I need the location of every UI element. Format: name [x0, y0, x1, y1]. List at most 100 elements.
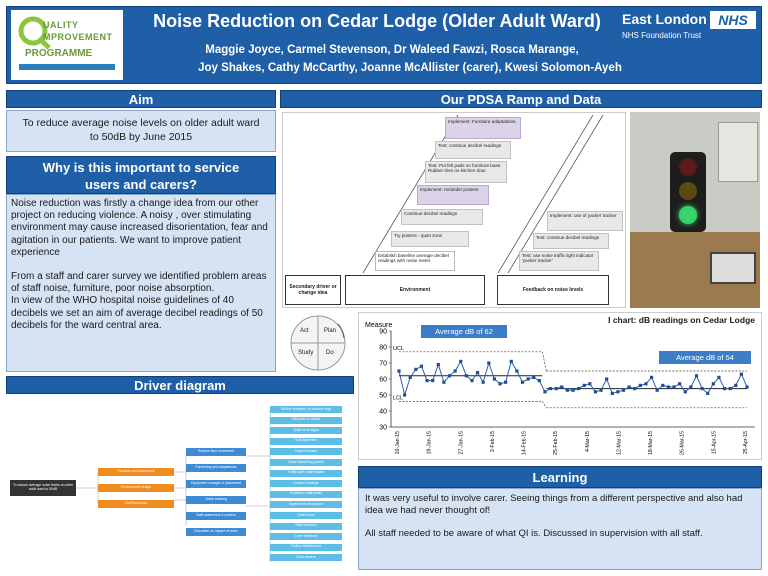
- lcl-step: [542, 401, 547, 408]
- data-point: [520, 380, 525, 384]
- ramp-label-secondary: Secondary driver or change idea: [285, 275, 341, 305]
- why-box: Noise reduction was firstly a change ide…: [6, 194, 276, 372]
- y-tick-label: 40: [379, 409, 387, 416]
- data-point: [481, 380, 485, 384]
- data-point: [447, 374, 452, 378]
- data-point: [464, 374, 468, 378]
- ucl-step: [541, 351, 547, 372]
- data-point: [548, 387, 553, 391]
- secondary-driver: Education on impact of noise: [186, 528, 246, 536]
- trust-sub: NHS Foundation Trust: [622, 31, 702, 40]
- secondary-driver: Reduce floor movement: [186, 448, 246, 456]
- driver-aim-node: To reduce average noise levels on older …: [10, 480, 76, 496]
- data-point: [537, 379, 541, 383]
- data-point: [728, 387, 732, 391]
- data-point: [605, 377, 609, 381]
- qi-logo-line1: UALITY: [43, 20, 79, 30]
- change-idea: Trolley maintenance: [270, 543, 342, 551]
- data-point: [616, 390, 620, 394]
- cycle-plan: Plan: [324, 328, 337, 334]
- pdsa-heading: Our PDSA Ramp and Data: [280, 90, 762, 108]
- x-tick-label: 10-Jan-15: [395, 431, 401, 454]
- data-point: [532, 375, 536, 379]
- pdsa-ramp-panel: Implement: Furniture adaptations. Test: …: [282, 112, 626, 308]
- secondary-driver: Staff awareness & posters: [186, 512, 246, 520]
- ichart-panel: I chart: dB readings on Cedar Lodge Meas…: [358, 312, 762, 460]
- annotation-phase1-box: [421, 325, 507, 338]
- annotation-phase2: Average dB of 54: [676, 353, 734, 362]
- data-point: [678, 382, 682, 386]
- fb-card-3: Test: use noise traffic light indicator …: [519, 251, 599, 271]
- x-tick-label: 19-Jan-15: [427, 431, 433, 454]
- env-card-7: Establish baseline average decibel readi…: [375, 251, 455, 271]
- data-point: [666, 385, 671, 389]
- x-tick-label: 27-Jan-15: [458, 431, 464, 454]
- data-point: [582, 383, 586, 387]
- change-idea: Quiet zone signs: [270, 427, 342, 435]
- authors-line-2: Joy Shakes, Cathy McCarthy, Joanne McAll…: [198, 62, 622, 74]
- photo-monitor: [710, 252, 756, 284]
- y-axis-label: Measure: [365, 322, 392, 329]
- lcl-label: LCL: [393, 395, 403, 401]
- data-point: [475, 371, 480, 375]
- amber-light-icon: [679, 182, 697, 200]
- y-tick-label: 70: [379, 361, 387, 368]
- data-point: [492, 377, 497, 381]
- change-idea: Door closers: [270, 554, 342, 562]
- qi-logo: UALITY MPROVEMENT PROGRAMME: [11, 10, 123, 80]
- y-tick-label: 60: [379, 377, 387, 384]
- change-idea: Noise absorbing panels: [270, 459, 342, 466]
- data-point: [711, 382, 715, 386]
- data-point: [683, 390, 687, 394]
- secondary-driver: Noise tracking: [186, 496, 246, 504]
- data-point: [621, 388, 626, 392]
- env-card-5: Continue decibel readings: [401, 209, 483, 225]
- header-banner: [6, 6, 762, 84]
- fb-card-2: Test: continue decibel readings: [533, 233, 609, 249]
- learning-paragraph-2: All staff needed to be aware of what QI …: [365, 527, 703, 539]
- annotation-phase1: Average dB of 62: [435, 327, 493, 336]
- annotation-phase2-box: [659, 351, 751, 364]
- data-point: [498, 382, 502, 386]
- driver-heading: Driver diagram: [6, 376, 354, 394]
- data-point: [470, 379, 474, 383]
- chart-title: I chart: dB readings on Cedar Lodge: [608, 315, 755, 325]
- cycle-do: Do: [326, 350, 334, 356]
- data-point: [403, 393, 407, 397]
- env-card-2: Test: continue decibel readings: [435, 141, 511, 159]
- data-point: [554, 387, 558, 391]
- change-idea: Supervision discussion: [270, 501, 342, 509]
- x-tick-label: 14-Feb-15: [522, 431, 528, 455]
- data-point: [577, 387, 581, 391]
- learning-paragraph-1: It was very useful to involve carer. See…: [365, 493, 743, 517]
- change-idea: Traffic light noise tracker: [270, 469, 342, 477]
- data-point: [453, 369, 457, 373]
- red-light-icon: [679, 158, 697, 176]
- data-point: [734, 383, 738, 387]
- data-point: [694, 374, 699, 378]
- primary-driver: Environment design: [98, 484, 174, 492]
- data-point: [689, 385, 693, 389]
- data-point: [722, 387, 727, 391]
- learning-heading: Learning: [358, 466, 762, 488]
- env-card-6: Try posters - quiet zone: [391, 231, 469, 247]
- data-point: [543, 390, 547, 394]
- x-tick-label: 26-Mar-15: [680, 431, 686, 455]
- data-point: [745, 385, 749, 389]
- env-card-4: Implement: reminder posters: [417, 185, 489, 205]
- x-tick-label: 25-Feb-15: [553, 431, 559, 455]
- y-tick-label: 80: [379, 345, 387, 352]
- data-point: [700, 387, 704, 391]
- y-tick-label: 50: [379, 393, 387, 400]
- change-idea: Felt pads on chairs: [270, 416, 342, 424]
- primary-driver: Furniture and equipment: [98, 468, 174, 476]
- data-point: [661, 383, 665, 387]
- data-point: [414, 367, 418, 371]
- env-card-1: Implement: Furniture adaptations.: [445, 117, 521, 139]
- data-point: [509, 359, 513, 363]
- secondary-driver: Equipment changes & placement: [186, 480, 246, 488]
- data-point: [515, 369, 519, 373]
- data-point: [739, 372, 743, 376]
- why-paragraph-1: Noise reduction was firstly a change ide…: [11, 198, 268, 258]
